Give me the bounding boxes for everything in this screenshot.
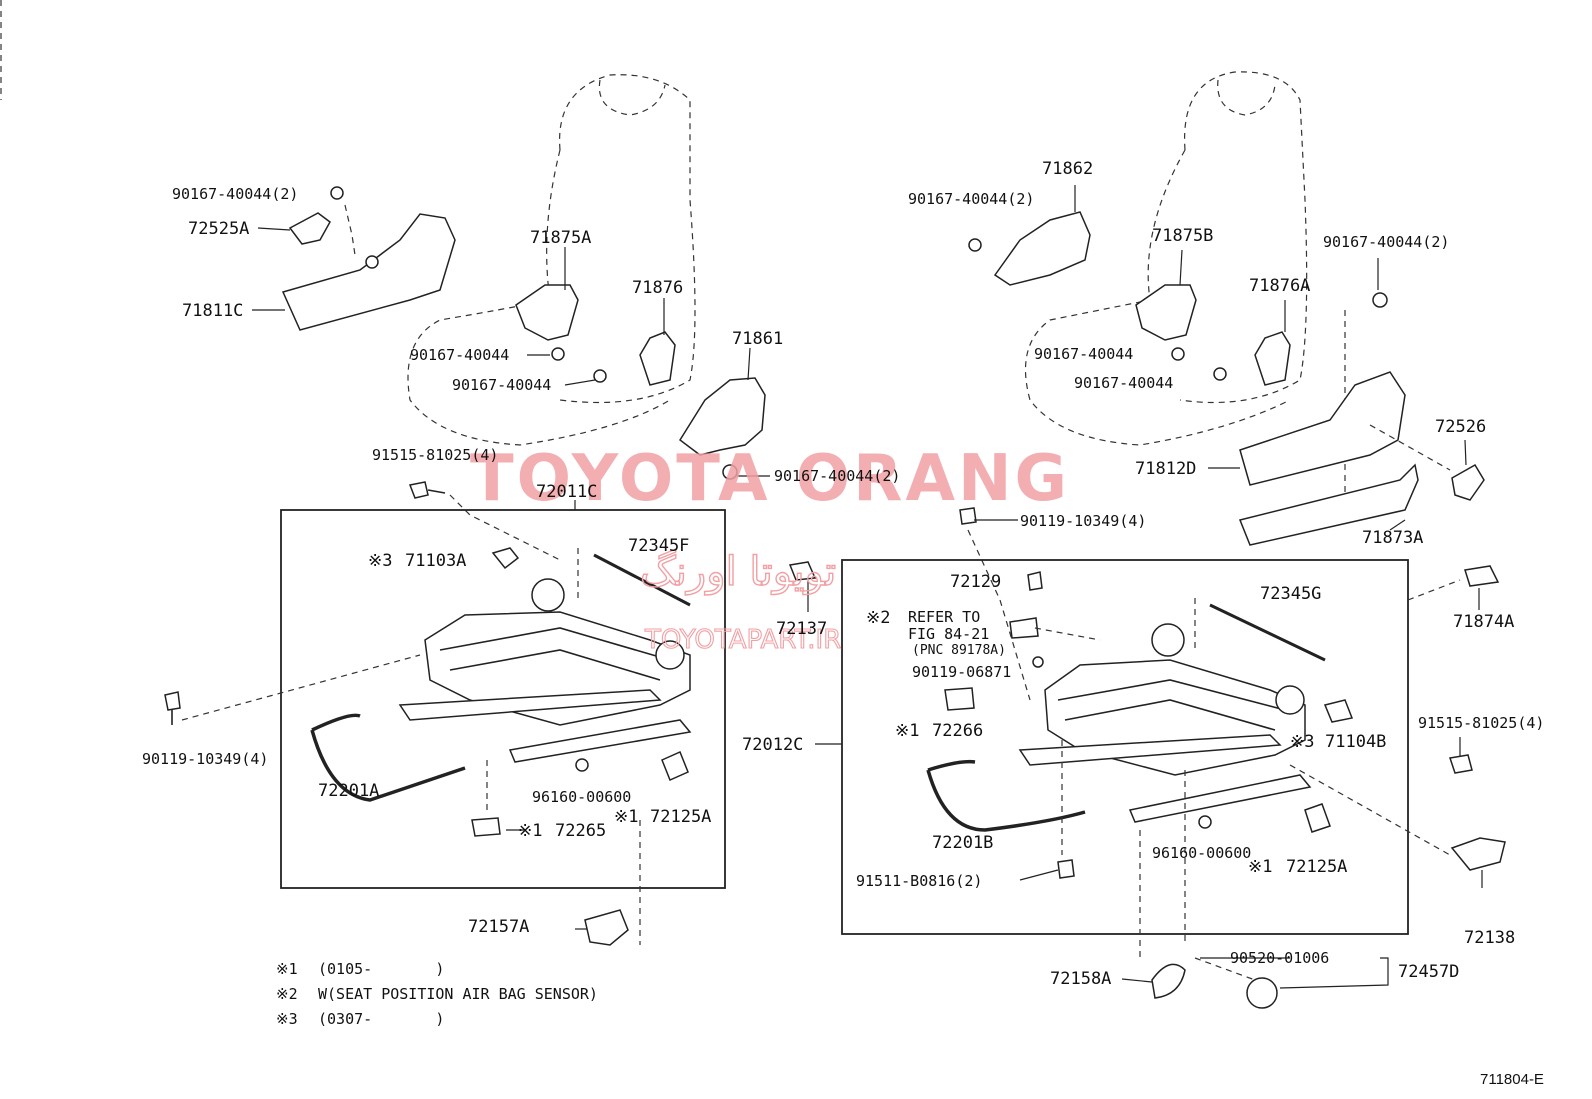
label-left-bolt-side: 90119-10349(4) [142,750,268,768]
label-71103a: 71103A [405,551,466,571]
label-refer-line3: (PNC 89178A) [912,643,1006,658]
label-right-mark-1b: ※1 [1248,857,1272,877]
label-72012c: 72012C [742,735,803,755]
footnotes: ※1 (0105- ) ※2 W(SEAT POSITION AIR BAG S… [276,960,598,1028]
left-seat-drawing [281,74,766,561]
label-71875a: 71875A [530,228,591,248]
label-left-front-bolt: 91515-81025(4) [372,446,498,464]
outer-cover-71861-shape [678,377,766,456]
watermark-brand: TOYOTA ORANG [470,442,1070,516]
label-right-72125a: 72125A [1286,857,1347,877]
label-72011c: 72011C [536,482,597,502]
cap-72157a-shape [584,909,629,946]
note-1-mark: ※1 [276,960,298,978]
note-2-mark: ※2 [276,985,298,1003]
label-71862: 71862 [1042,159,1093,179]
label-71861: 71861 [732,329,783,349]
label-71811c: 71811C [182,301,243,321]
label-72201b: 72201B [932,833,993,853]
diagram-code: 711804-E [1480,1071,1544,1088]
right-seat-drawing [959,71,1485,701]
watermark-persian: تویوتا اورنگ [640,549,836,595]
label-left-clip: 96160-00600 [532,788,631,806]
label-right-mark-2: ※2 [866,608,890,628]
label-72345g: 72345G [1260,584,1321,604]
label-71875b: 71875B [1152,226,1213,246]
left-adjuster-drawing [164,547,692,945]
label-72525a: 72525A [188,219,249,239]
label-left-72125a: 72125A [650,807,711,827]
label-refer-line2: FIG 84-21 [908,625,989,643]
cover-71874a-shape [1464,565,1500,587]
label-right-nut: 90520-01006 [1230,949,1329,967]
label-left-screw-2: 90167-40044 [452,376,551,394]
label-right-bolt-bottom: 91511-B0816(2) [856,872,982,890]
label-left-mark-3: ※3 [368,551,392,571]
label-left-outer-screw: 90167-40044(2) [774,467,900,485]
note-2-text: W(SEAT POSITION AIR BAG SENSOR) [318,985,598,1003]
cover-72457d-shape [1246,977,1278,1009]
cover-71862-shape [993,211,1091,286]
cover-72137-shape [788,561,817,581]
lower-cover-71873a-shape [1238,463,1419,546]
recliner-cover-71876-shape [639,331,676,386]
leader-lines [252,185,1480,989]
label-left-mark-1a: ※1 [614,807,638,827]
recliner-cover-71876a-shape [1254,331,1291,386]
shield-71811c-shape [281,213,456,331]
label-71104b: 71104B [1325,732,1386,752]
cover-72138-shape [1450,837,1506,871]
label-72137: 72137 [776,619,827,639]
label-72138: 72138 [1464,928,1515,948]
left-adjuster-box [280,509,726,889]
label-72158a: 72158A [1050,969,1111,989]
label-right-mark-3: ※3 [1290,732,1314,752]
label-right-bolt-right: 90167-40044(2) [1323,233,1449,251]
label-right-clip: 96160-00600 [1152,844,1251,862]
cover-72525a-shape [288,212,331,245]
label-left-mark-1b: ※1 [518,821,542,841]
label-72201a: 72201A [318,781,379,801]
label-right-bolt-top: 90167-40044(2) [908,190,1034,208]
knob-72526-shape [1451,463,1485,501]
label-72157a: 72157A [468,917,529,937]
right-adjuster-drawing [926,571,1451,960]
label-right-screw-2: 90167-40044 [1074,374,1173,392]
label-72265: 72265 [555,821,606,841]
hinge-cover-71875a-shape [515,284,579,341]
cap-72158a-shape [1151,963,1186,999]
note-3-text: (0307- ) [318,1010,444,1028]
label-72526: 72526 [1435,417,1486,437]
label-71876: 71876 [632,278,683,298]
right-adjuster-box [841,559,1409,935]
label-left-screw-1: 90167-40044 [410,346,509,364]
label-right-mark-1a: ※1 [895,721,919,741]
label-refer-line1: REFER TO [908,608,980,626]
label-71812d: 71812D [1135,459,1196,479]
label-72457d: 72457D [1398,962,1459,982]
label-71874a: 71874A [1453,612,1514,632]
note-3-mark: ※3 [276,1010,298,1028]
label-right-front-bolt: 91515-81025(4) [1418,714,1544,732]
label-72345f: 72345F [628,536,689,556]
label-right-screw-1: 90167-40044 [1034,345,1133,363]
hinge-cover-71875b-shape [1135,284,1197,341]
shield-71812d-shape [1239,371,1406,486]
label-right-bolt-mid: 90119-10349(4) [1020,512,1146,530]
label-72266: 72266 [932,721,983,741]
label-left-bolt-top: 90167-40044(2) [172,185,298,203]
label-71873a: 71873A [1362,528,1423,548]
label-72129: 72129 [950,572,1001,592]
label-right-bolt-small: 90119-06871 [912,663,1011,681]
front-bolt-right-shape [1449,754,1473,774]
watermark-url: TOYOTAPART.IR [644,625,841,655]
label-71876a: 71876A [1249,276,1310,296]
note-1-text: (0105- ) [318,960,444,978]
